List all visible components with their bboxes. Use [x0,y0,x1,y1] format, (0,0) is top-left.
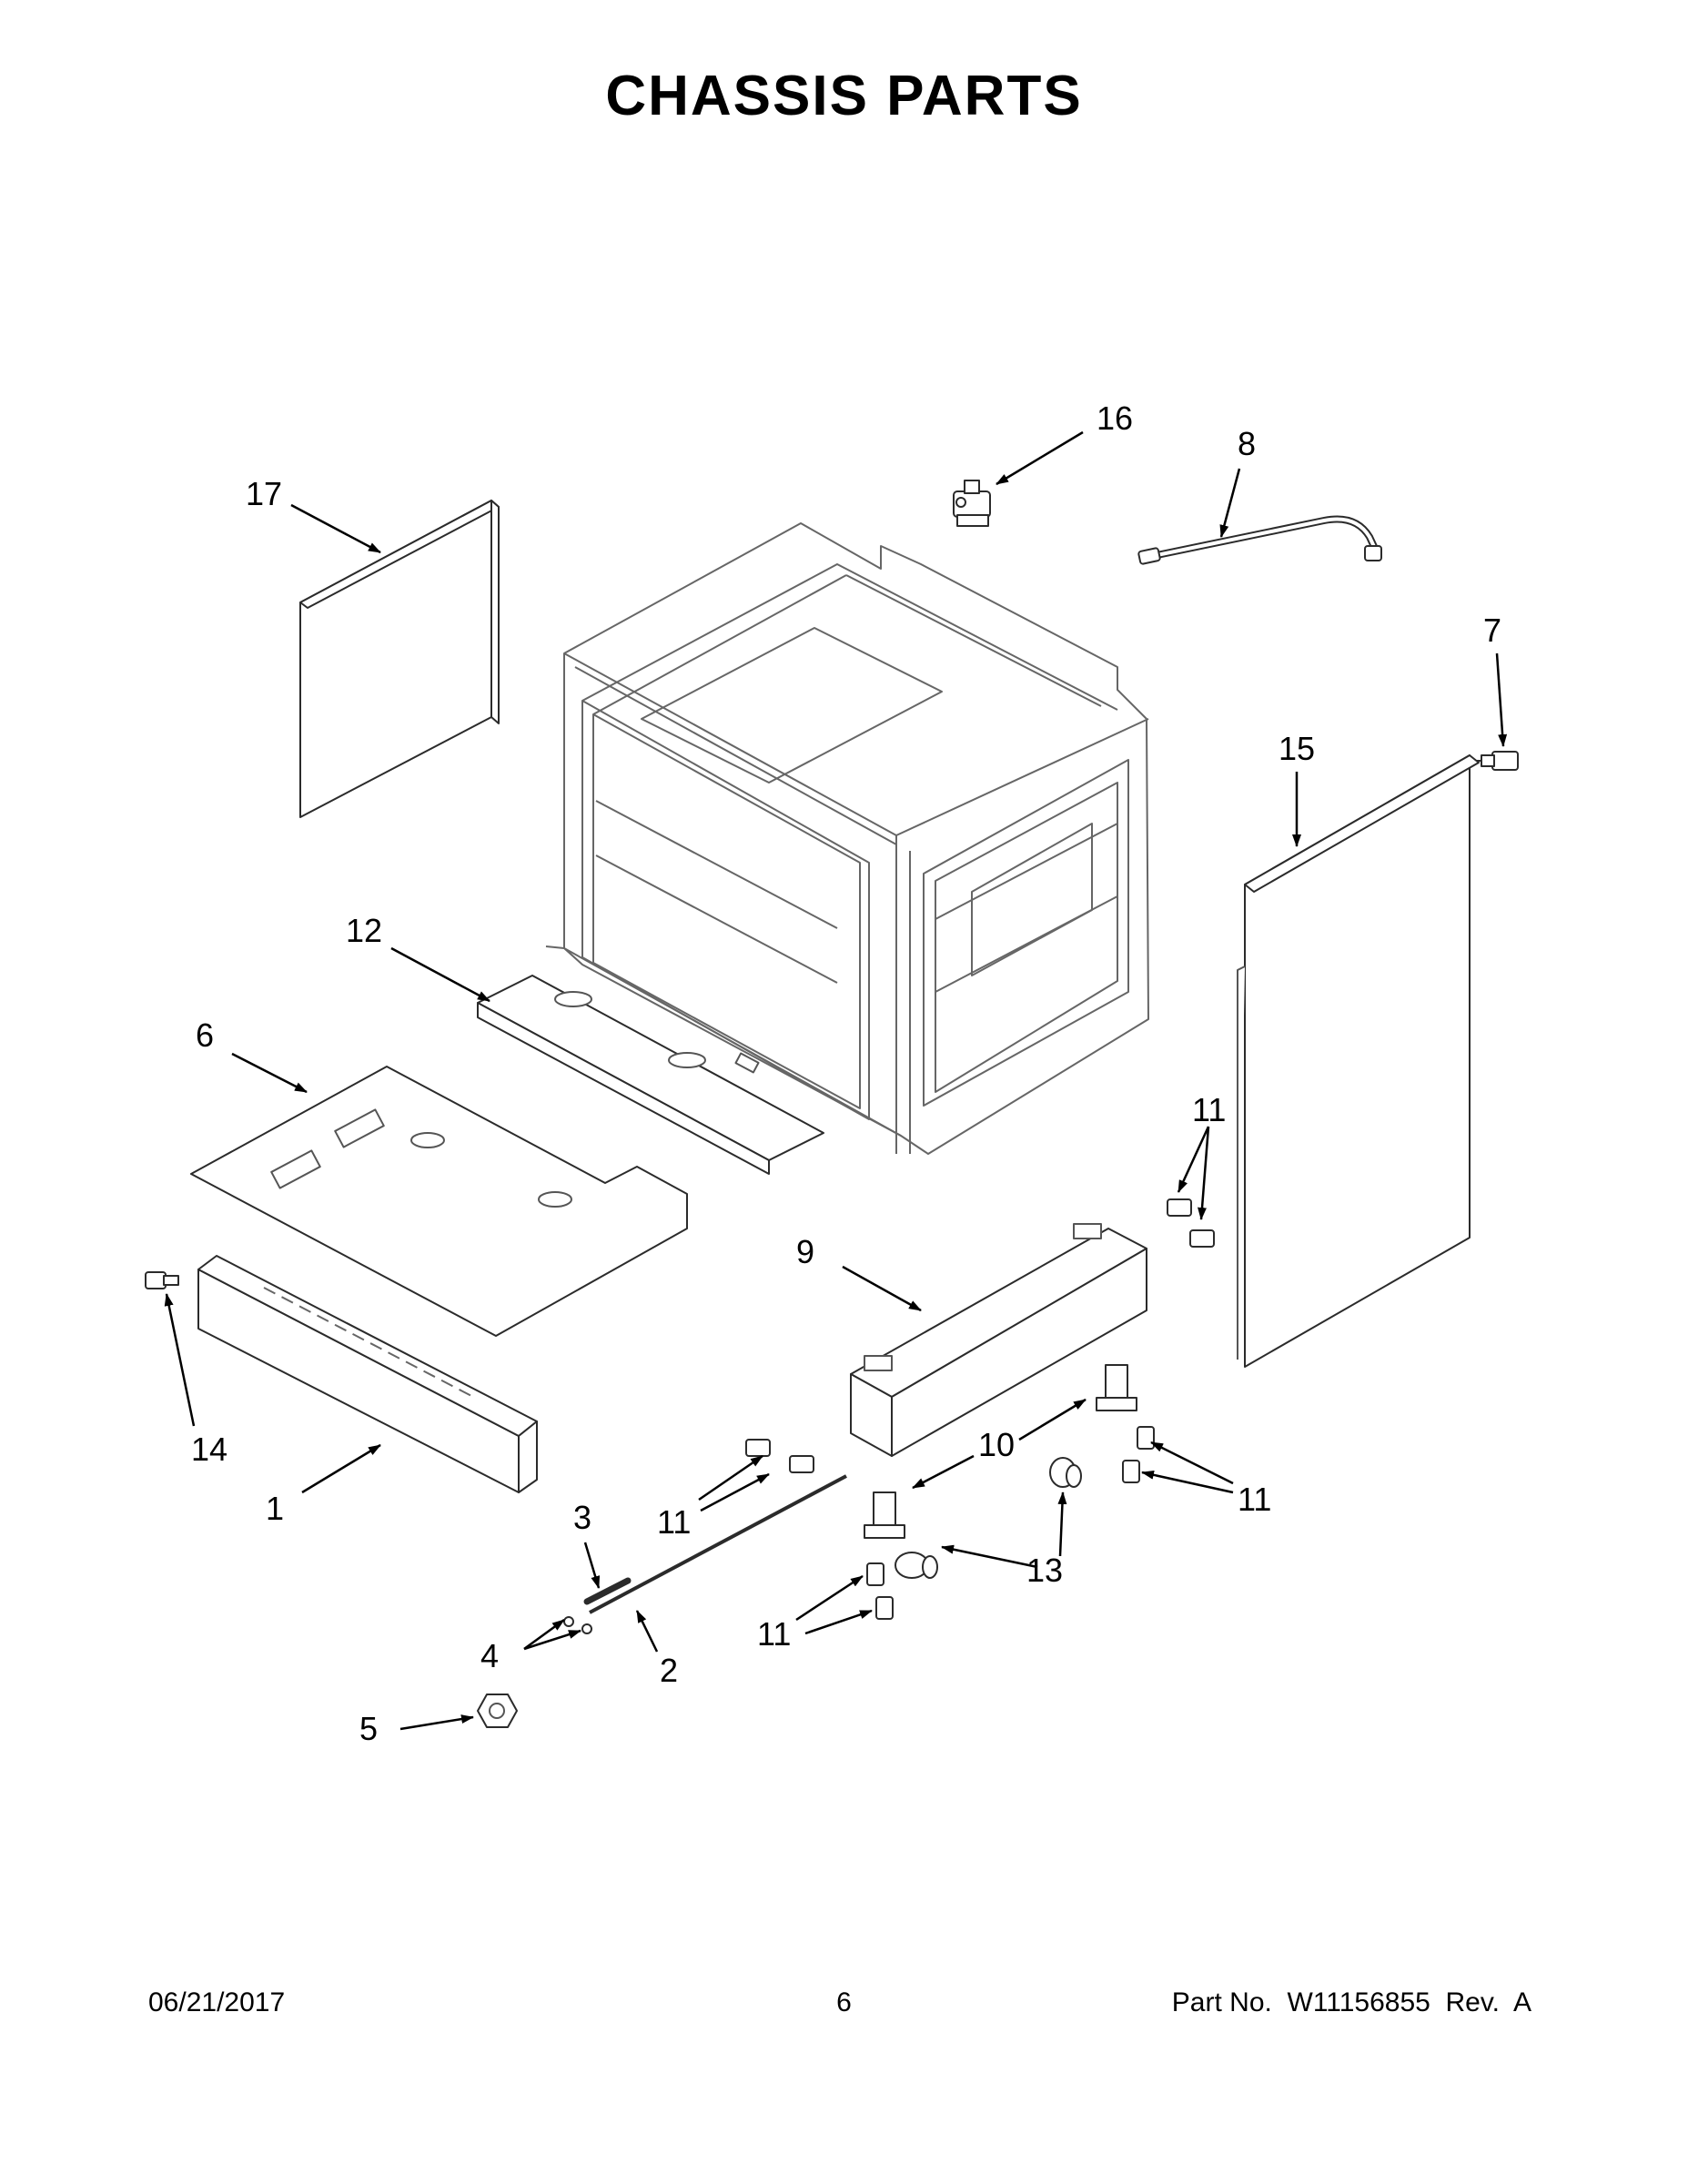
part-16-valve [953,480,991,527]
part-10-leveling-leg-front [864,1491,905,1539]
part-7-screw [1476,751,1519,771]
footer-page-number: 6 [836,1987,852,2017]
callout-12: 12 [346,912,382,949]
callout-11-lower-right: 11 [1238,1481,1271,1518]
callout-7: 7 [1483,612,1501,649]
callout-11-center-left: 11 [657,1503,691,1541]
part-17-side-panel-left [299,500,500,818]
oven-chassis-frame [545,522,1149,1155]
part-15-side-panel-right [1237,754,1480,1368]
callout-11-upper-right: 11 [1192,1091,1226,1128]
callout-labels: 16 8 17 7 15 12 6 11 9 10 14 1 11 11 3 1… [191,399,1501,1747]
callout-3: 3 [573,1499,591,1536]
callout-13: 13 [1026,1552,1063,1589]
callout-2: 2 [660,1652,678,1689]
page-title: CHASSIS PARTS [605,65,1083,127]
part-11-screws [745,1198,1215,1620]
callout-6: 6 [196,1016,214,1054]
part-12-front-bracket [477,975,824,1175]
part-8-gas-tube [1137,515,1382,565]
callout-10: 10 [978,1426,1015,1463]
footer-date: 06/21/2017 [148,1987,286,2017]
footer-part-number: Part No. W11156855 Rev. A [1171,1987,1531,2017]
part-6-base-plate [190,1066,688,1337]
callout-16: 16 [1097,399,1133,437]
callout-11-bottom: 11 [757,1615,791,1653]
callout-4: 4 [480,1637,499,1674]
callout-5: 5 [359,1710,378,1747]
leader-lines [164,430,1508,1731]
part-3-pin [583,1577,632,1605]
callout-17: 17 [246,475,282,512]
callout-1: 1 [266,1490,284,1527]
callout-9: 9 [796,1233,814,1270]
callout-15: 15 [1279,730,1315,767]
part-5-knob [477,1694,518,1728]
part-2-rod [589,1474,847,1614]
part-13-leg-cap-b [1049,1457,1082,1488]
part-9-leg-bracket [850,1223,1147,1457]
callout-8: 8 [1238,425,1256,462]
part-14-screw [145,1271,179,1289]
part-1-toe-kick-panel [197,1255,538,1493]
part-13-leg-cap-a [895,1552,938,1579]
callout-14: 14 [191,1431,227,1468]
part-10-leveling-leg-rear [1096,1364,1137,1411]
